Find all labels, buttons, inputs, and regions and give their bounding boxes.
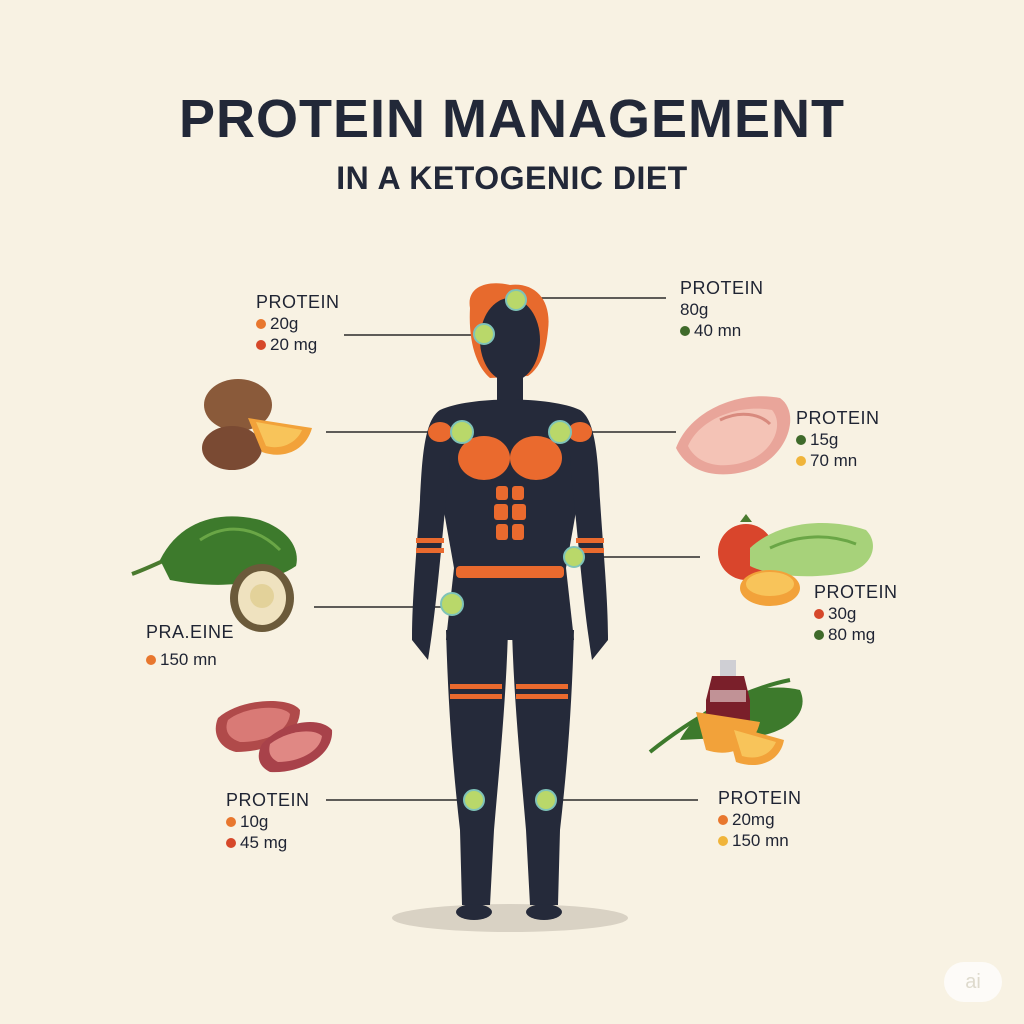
left-arm bbox=[412, 410, 451, 660]
label-value: 45 mg bbox=[240, 833, 288, 852]
label-left-bottom: PROTEIN 10g 45 mg bbox=[226, 790, 310, 853]
label-left-top: PROTEIN 20g 20 mg bbox=[256, 292, 340, 355]
salmon-steak-icon bbox=[676, 396, 791, 475]
label-value: 150 mn bbox=[732, 831, 789, 850]
bottle-orange-greens-icon bbox=[648, 660, 803, 766]
bullet-dot bbox=[256, 339, 266, 350]
bullet-dot bbox=[256, 318, 266, 329]
label-value: 150 mn bbox=[160, 650, 217, 669]
label-value: 10g bbox=[240, 812, 269, 831]
bullet-dot bbox=[226, 837, 236, 848]
bullet-dot bbox=[680, 325, 690, 336]
body-markers bbox=[440, 289, 585, 811]
label-value: 20 mg bbox=[270, 335, 318, 354]
bullet-dot bbox=[146, 654, 156, 665]
right-leg bbox=[512, 630, 574, 905]
bullet-dot bbox=[718, 835, 728, 846]
label-heading: PROTEIN bbox=[718, 788, 802, 808]
greens-egg-icon bbox=[131, 516, 297, 632]
label-right-3: PROTEIN 30g 80 mg bbox=[814, 582, 898, 645]
label-heading: PROTEIN bbox=[814, 582, 898, 602]
ai-watermark-badge: ai bbox=[944, 962, 1002, 1002]
bullet-dot bbox=[814, 629, 824, 640]
bullet-dot bbox=[226, 816, 236, 827]
hips bbox=[446, 568, 574, 640]
label-heading: PROTEIN bbox=[680, 278, 764, 298]
left-leg bbox=[446, 630, 508, 905]
right-arm bbox=[569, 410, 608, 660]
beef-steak-icon bbox=[215, 700, 333, 773]
label-value: 70 mn bbox=[810, 451, 858, 470]
subtitle: IN A KETOGENIC DIET bbox=[336, 160, 688, 196]
label-value: 80 mg bbox=[828, 625, 876, 644]
tomato-lettuce-icon bbox=[718, 514, 873, 606]
bullet-dot bbox=[796, 455, 806, 466]
label-value: 40 mn bbox=[694, 321, 742, 340]
label-left-3: PRA.EINE 150 mn bbox=[146, 622, 234, 670]
label-heading: PROTEIN bbox=[256, 292, 340, 312]
label-value: 20mg bbox=[732, 810, 775, 829]
main-title: PROTEIN MANAGEMENT bbox=[179, 89, 845, 149]
bullet-dot bbox=[718, 814, 728, 825]
head bbox=[480, 298, 540, 382]
label-value: 80g bbox=[680, 300, 709, 319]
potatoes-orange-icon bbox=[202, 379, 312, 470]
bullet-dot bbox=[796, 434, 806, 445]
label-value: 30g bbox=[828, 604, 857, 623]
muscle-highlights bbox=[416, 422, 604, 699]
label-heading: PROTEIN bbox=[796, 408, 880, 428]
label-heading: PRA.EINE bbox=[146, 622, 235, 642]
label-right-bottom: PROTEIN 20mg 150 mn bbox=[718, 788, 802, 851]
label-right-top: PROTEIN 80g 40 mn bbox=[680, 278, 764, 341]
label-value: 15g bbox=[810, 430, 839, 449]
ground-shadow bbox=[392, 904, 628, 932]
label-heading: PROTEIN bbox=[226, 790, 310, 810]
label-value: 20g bbox=[270, 314, 299, 333]
label-right-2: PROTEIN 15g 70 mn bbox=[796, 408, 880, 471]
bullet-dot bbox=[814, 608, 824, 619]
